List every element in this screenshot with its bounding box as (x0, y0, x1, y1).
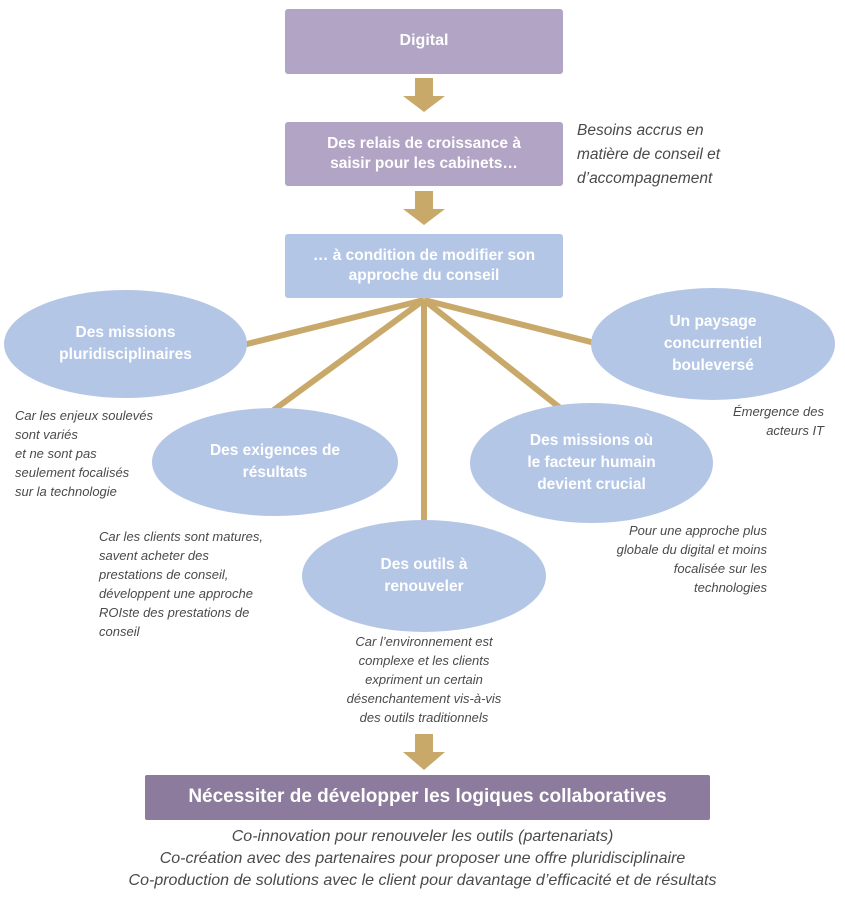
oval-outils-renouveler: Des outils à renouveler (302, 520, 546, 632)
note-outils-renouveler: Car l’environnement est complexe et les … (346, 634, 502, 725)
growth-label: Des relais de croissance à saisir pour l… (327, 134, 521, 172)
growth-note: Besoins accrus en matière de conseil et … (577, 122, 721, 187)
connector-line (269, 297, 426, 415)
oval-label: Des outils à renouveler (380, 556, 468, 595)
note-missions-pluridisciplinaires: Car les enjeux soulevés sont variés et n… (15, 408, 154, 499)
condition-label: … à condition de modifier son approche d… (312, 246, 536, 284)
connector-line (422, 297, 571, 418)
digital-box: Digital (285, 9, 563, 74)
conclusion-line: Co-création avec des partenaires pour pr… (159, 850, 686, 867)
conclusion-label: Nécessiter de développer les logiques co… (188, 786, 667, 808)
arrow-down-icon (403, 734, 445, 770)
oval-label: Des missions où le facteur humain devien… (527, 432, 656, 493)
oval-label: Un paysage concurrentiel bouleversé (663, 313, 763, 374)
note-facteur-humain: Pour une approche plus globale du digita… (616, 523, 767, 595)
conclusion-line: Co-production de solutions avec le clien… (128, 872, 717, 889)
conclusion-line: Co-innovation pour renouveler les outils… (231, 828, 614, 845)
arrow-down-icon (403, 191, 445, 225)
oval-label: Des exigences de résultats (209, 442, 341, 481)
conclusion-lines: Co-innovation pour renouveler les outils… (0, 826, 845, 892)
condition-box: … à condition de modifier son approche d… (285, 234, 563, 298)
conclusion-box: Nécessiter de développer les logiques co… (145, 775, 710, 820)
connector-line (242, 297, 425, 348)
connector-line (423, 297, 596, 346)
oval-exigences-resultats: Des exigences de résultats (152, 408, 398, 516)
digital-label: Digital (399, 32, 449, 50)
note-exigences-resultats: Car les clients sont matures, savent ach… (99, 529, 264, 639)
arrow-down-icon (403, 78, 445, 112)
oval-paysage-concurrentiel: Un paysage concurrentiel bouleversé (591, 288, 835, 400)
growth-box: Des relais de croissance à saisir pour l… (285, 122, 563, 186)
oval-missions-pluridisciplinaires: Des missions pluridisciplinaires (4, 290, 247, 398)
note-paysage-concurrentiel: Émergence des acteurs IT (732, 404, 824, 438)
oval-facteur-humain: Des missions où le facteur humain devien… (470, 403, 713, 523)
oval-label: Des missions pluridisciplinaires (59, 324, 192, 363)
